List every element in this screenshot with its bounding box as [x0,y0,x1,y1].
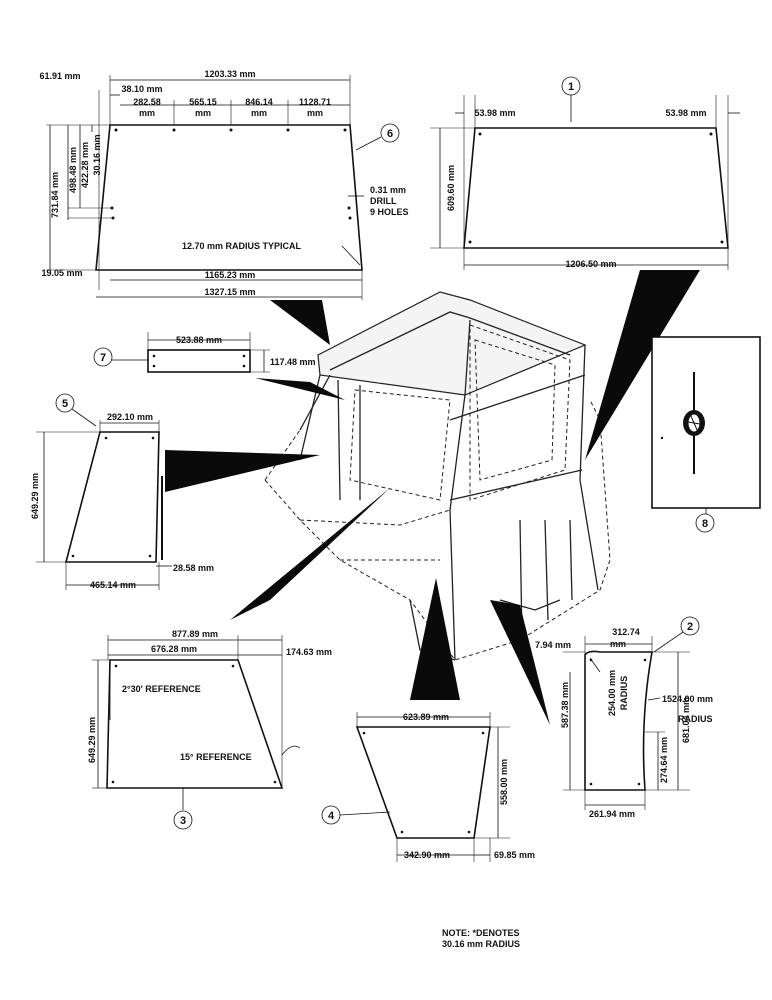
cab-illustration [264,291,611,661]
dim-label: 61.91 mm [39,71,80,81]
dim-label: 174.63 mm [286,647,332,657]
dim-label: 422.28 mm [80,142,90,188]
dim-label: 681.04 mm [681,697,691,743]
dim-label: RADIUS [678,714,713,724]
dim-label: mm [307,108,323,118]
dim-label: 0.31 mm [370,185,406,195]
part-8-seal-detail: 8 [651,336,761,533]
dim-label: 38.10 mm [121,84,162,94]
dim-label: 342.90 mm [404,850,450,860]
dim-label: 649.29 mm [87,717,97,763]
dim-label: 565.15 [189,97,217,107]
dim-label: 1524.00 mm [662,694,713,704]
note-line-2: 30.16 mm RADIUS [442,939,520,949]
callout-6: 6 [387,128,393,140]
dim-label: 2°30' REFERENCE [122,684,201,694]
dim-label: 846.14 [245,97,273,107]
dim-label: DRILL [370,196,397,206]
dim-label: 53.98 mm [474,108,515,118]
dim-label: 117.48 mm [270,357,316,367]
part-4-trapezoid-window: 4 623.89 mm 558.00 mm 342.90 mm 69.85 mm [321,712,535,862]
dim-label: 30.16 mm [92,134,102,175]
dim-label: 312.74 [612,627,640,637]
footnote: NOTE: *DENOTES 30.16 mm RADIUS [442,928,520,949]
note-line-1: NOTE: *DENOTES [442,928,520,938]
dim-label: 69.85 mm [494,850,535,860]
dim-label: 12.70 mm RADIUS TYPICAL [182,241,302,251]
dim-label: mm [139,108,155,118]
dim-label: 282.58 [133,97,161,107]
callout-7: 7 [100,352,106,364]
dim-label: 1327.15 mm [204,287,255,297]
dim-label: 15° REFERENCE [180,752,252,762]
dim-label: 676.28 mm [151,644,197,654]
part-6-windshield: 6 61.91 mm 1203.33 mm 38.10 mm 282.58 mm… [39,69,409,300]
dim-label: 28.58 mm [173,563,214,573]
dim-label: mm [195,108,211,118]
dim-label: 19.05 mm [41,268,82,278]
callout-5: 5 [62,398,68,410]
dim-label: 1165.23 mm [205,270,256,280]
dim-label: 1128.71 [299,97,331,107]
dim-label: 623.89 mm [403,712,449,722]
dim-label: mm [610,639,626,649]
dim-label: mm [251,108,267,118]
dim-label: 254.00 mm [607,670,617,716]
callout-2: 2 [687,621,693,633]
dim-label: 292.10 mm [107,412,153,422]
callout-8: 8 [702,518,708,530]
callout-1: 1 [568,81,574,93]
dim-label: 274.64 mm [659,737,669,783]
dim-label: 877.89 mm [172,629,218,639]
part-5-side-window: 5 292.10 mm 649.29 mm 28.58 mm 465.14 mm [30,393,214,590]
dim-label: 465.14 mm [90,580,136,590]
dim-label: 498.48 mm [68,147,78,193]
dim-label: 558.00 mm [499,759,509,805]
callout-3: 3 [180,815,186,827]
dim-label: 609.60 mm [446,165,456,211]
callout-4: 4 [328,810,335,822]
dim-label: 53.98 mm [665,108,706,118]
dim-label: 261.94 mm [589,809,635,819]
dim-label: 587.38 mm [560,682,570,728]
dim-label: 731.84 mm [50,172,60,218]
part-1-rear-window: 1 53.98 mm 53.98 mm 609.60 mm 1206.50 mm [430,76,740,270]
part-7-strip: 7 523.88 mm 117.48 mm [93,332,316,373]
part-3-door-window: 3 877.89 mm 676.28 mm 174.63 mm 2°30' RE… [87,629,332,830]
dim-label: 649.29 mm [30,473,40,519]
dim-label: 1203.33 mm [204,69,255,79]
dim-label: RADIUS [619,676,629,711]
dim-label: 523.88 mm [176,335,222,345]
dim-label: 9 HOLES [370,207,409,217]
dim-label: 7.94 mm [535,640,571,650]
pointer-wedges [165,270,700,725]
part-2-curved-window: 2 7.94 mm 312.74 mm 254.00 mm RADIUS 152… [535,616,713,819]
dim-label: 1206.50 mm [565,259,616,269]
